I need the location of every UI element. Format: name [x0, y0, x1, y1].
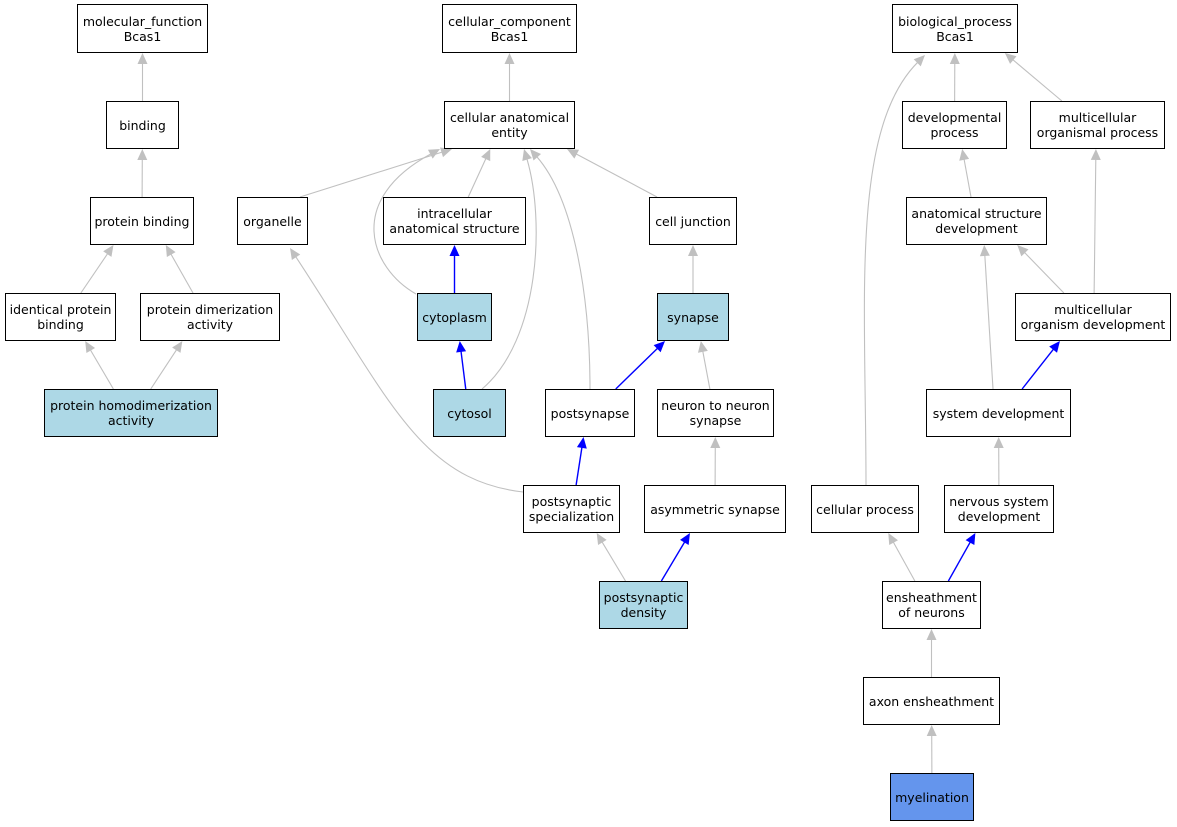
node-molecular-function[interactable]: molecular_function Bcas1	[77, 4, 208, 53]
edge-system-development-to-multicellular-organism-development	[1021, 348, 1055, 390]
edge-postsynaptic-density-to-asymmetric-synapse-arrowhead	[680, 533, 690, 546]
edge-cytosol-to-cytoplasm	[460, 350, 467, 390]
edge-nervous-system-development-to-system-development-arrowhead	[993, 437, 1004, 449]
node-postsynaptic-density[interactable]: postsynaptic density	[599, 581, 688, 629]
node-cellular-component[interactable]: cellular_component Bcas1	[442, 4, 577, 53]
edge-postsynaptic-specialization-to-postsynapse-arrowhead	[576, 437, 587, 449]
edge-cell-junction-to-cellular-anatomical-entity-arrowhead	[567, 149, 580, 159]
edge-postsynaptic-specialization-to-organelle-arrowhead	[290, 248, 301, 260]
edge-cytoplasm-to-cellular-anatomical-entity	[373, 153, 432, 295]
node-neuron-to-neuron-synapse[interactable]: neuron to neuron synapse	[657, 389, 774, 437]
node-postsynaptic-specialization[interactable]: postsynaptic specialization	[523, 485, 620, 533]
edge-identical-protein-binding-to-protein-binding-arrowhead	[103, 245, 114, 257]
edge-postsynapse-to-synapse-arrowhead	[653, 341, 665, 353]
edge-postsynaptic-specialization-to-postsynapse	[575, 446, 583, 486]
edge-system-development-to-anatomical-structure-development	[984, 254, 994, 390]
node-anatomical-structure-development[interactable]: anatomical structure development	[906, 197, 1047, 245]
edge-postsynaptic-density-to-asymmetric-synapse	[660, 541, 686, 582]
edge-cytoplasm-to-cellular-anatomical-entity-arrowhead	[427, 149, 440, 159]
edge-multicellular-organism-development-to-multicellular-organismal-process	[1093, 158, 1097, 294]
node-cell-junction[interactable]: cell junction	[649, 197, 737, 245]
edge-cell-junction-to-cellular-anatomical-entity	[575, 153, 658, 198]
node-multicellular-organismal-process[interactable]: multicellular organismal process	[1030, 101, 1165, 149]
node-cellular-process[interactable]: cellular process	[811, 485, 919, 533]
edge-multicellular-organismal-process-to-biological-process-arrowhead	[1004, 53, 1017, 64]
edge-binding-to-molecular-function-arrowhead	[137, 53, 148, 64]
edge-anatomical-structure-development-to-developmental-process	[963, 158, 972, 198]
node-intracellular-anatomical-structure[interactable]: intracellular anatomical structure	[383, 197, 526, 245]
edge-ensheathment-of-neurons-to-nervous-system-development	[947, 541, 972, 582]
edge-protein-homodimerization-activity-to-protein-dimerization-activity	[150, 349, 178, 390]
edge-organelle-to-cellular-anatomical-entity	[299, 151, 443, 198]
node-biological-process[interactable]: biological_process Bcas1	[892, 4, 1018, 53]
node-multicellular-organism-development[interactable]: multicellular organism development	[1015, 293, 1171, 341]
edge-cytosol-to-cellular-anatomical-entity-arrowhead	[522, 149, 532, 161]
edge-cellular-process-to-biological-process	[863, 61, 919, 486]
edge-system-development-to-anatomical-structure-development-arrowhead	[979, 245, 990, 257]
edge-protein-homodimerization-activity-to-protein-dimerization-activity-arrowhead	[172, 341, 183, 353]
edge-cytosol-to-cellular-anatomical-entity	[481, 158, 537, 390]
node-asymmetric-synapse[interactable]: asymmetric synapse	[644, 485, 786, 533]
edge-multicellular-organismal-process-to-biological-process	[1012, 59, 1063, 102]
edge-system-development-to-multicellular-organism-development-arrowhead	[1049, 341, 1060, 353]
edge-protein-dimerization-activity-to-protein-binding-arrowhead	[165, 245, 176, 258]
node-cytoplasm[interactable]: cytoplasm	[417, 293, 492, 341]
edge-ensheathment-of-neurons-to-cellular-process	[892, 541, 916, 582]
node-ensheathment-of-neurons[interactable]: ensheathment of neurons	[882, 581, 981, 629]
node-developmental-process[interactable]: developmental process	[902, 101, 1007, 149]
node-cytosol[interactable]: cytosol	[433, 389, 506, 437]
node-axon-ensheathment[interactable]: axon ensheathment	[863, 677, 1000, 725]
edge-asymmetric-synapse-to-neuron-to-neuron-synapse-arrowhead	[710, 437, 721, 449]
node-myelination[interactable]: myelination	[890, 773, 974, 821]
edge-postsynaptic-density-to-postsynaptic-specialization-arrowhead	[596, 533, 607, 546]
edge-synapse-to-cell-junction-arrowhead	[688, 245, 698, 256]
node-protein-homodimerization-activity[interactable]: protein homodimerization activity	[44, 389, 218, 437]
edge-protein-binding-to-binding-arrowhead	[137, 149, 148, 161]
edge-postsynaptic-density-to-postsynaptic-specialization	[601, 541, 626, 582]
edge-postsynapse-to-cellular-anatomical-entity-arrowhead	[530, 149, 542, 161]
node-nervous-system-development[interactable]: nervous system development	[944, 485, 1054, 533]
edge-postsynapse-to-synapse	[615, 347, 659, 390]
edge-intracellular-anatomical-structure-to-cellular-anatomical-entity	[467, 157, 487, 198]
edge-cytosol-to-cytoplasm-arrowhead	[456, 341, 467, 353]
node-synapse[interactable]: synapse	[657, 293, 729, 341]
node-cellular-anatomical-entity[interactable]: cellular anatomical entity	[444, 101, 575, 149]
edge-developmental-process-to-biological-process-arrowhead	[949, 53, 960, 65]
edge-protein-homodimerization-activity-to-identical-protein-binding-arrowhead	[85, 341, 96, 354]
edge-anatomical-structure-development-to-developmental-process-arrowhead	[959, 149, 970, 161]
edge-cytoplasm-to-intracellular-anatomical-structure-arrowhead	[449, 245, 460, 256]
edge-ensheathment-of-neurons-to-cellular-process-arrowhead	[888, 533, 898, 546]
edge-protein-dimerization-activity-to-protein-binding	[170, 253, 194, 294]
edge-multicellular-organism-development-to-anatomical-structure-development-arrowhead	[1017, 245, 1029, 257]
node-identical-protein-binding[interactable]: identical protein binding	[5, 293, 116, 341]
edge-neuron-to-neuron-synapse-to-synapse-arrowhead	[697, 341, 708, 353]
edge-postsynapse-to-cellular-anatomical-entity	[536, 156, 591, 390]
edge-ensheathment-of-neurons-to-nervous-system-development-arrowhead	[965, 533, 976, 546]
node-postsynapse[interactable]: postsynapse	[545, 389, 635, 437]
edge-organelle-to-cellular-anatomical-entity-arrowhead	[440, 147, 452, 158]
edge-multicellular-organism-development-to-multicellular-organismal-process-arrowhead	[1090, 149, 1101, 161]
edge-axon-ensheathment-to-ensheathment-of-neurons-arrowhead	[926, 629, 937, 640]
node-system-development[interactable]: system development	[926, 389, 1071, 437]
edge-multicellular-organism-development-to-anatomical-structure-development	[1023, 251, 1065, 294]
edge-myelination-to-axon-ensheathment-arrowhead	[926, 725, 937, 737]
node-organelle[interactable]: organelle	[237, 197, 308, 245]
edge-intracellular-anatomical-structure-to-cellular-anatomical-entity-arrowhead	[481, 149, 491, 162]
edge-cellular-anatomical-entity-to-cellular-component-arrowhead	[504, 53, 515, 64]
node-protein-binding[interactable]: protein binding	[90, 197, 194, 245]
edge-neuron-to-neuron-synapse-to-synapse	[702, 350, 711, 390]
node-protein-dimerization-activity[interactable]: protein dimerization activity	[140, 293, 280, 341]
edge-postsynaptic-specialization-to-organelle	[295, 256, 524, 493]
edge-identical-protein-binding-to-protein-binding	[80, 252, 109, 294]
node-binding[interactable]: binding	[106, 101, 179, 149]
edge-protein-homodimerization-activity-to-identical-protein-binding	[89, 349, 114, 390]
edge-cellular-process-to-biological-process-arrowhead	[913, 55, 925, 67]
